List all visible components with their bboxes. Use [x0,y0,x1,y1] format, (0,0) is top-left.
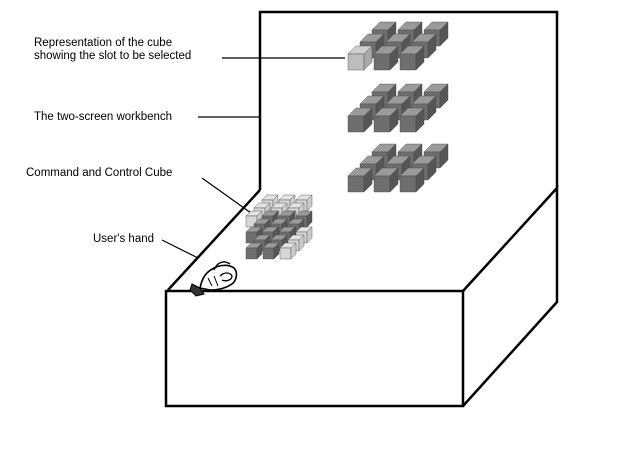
label-users-hand: User's hand [93,233,155,245]
cube-cell [399,45,425,71]
control-cube-cell [262,242,280,260]
label-cube-representation-line2: showing the slot to be selected [34,50,192,62]
cube-cell [347,45,373,71]
leader-line-command-cube [201,177,252,214]
workbench-box-front [164,289,465,408]
cube-cell [399,167,425,193]
cube-cell [373,107,399,133]
control-cube-cell [245,242,263,260]
cube-cell [373,45,399,71]
cube-cell [423,143,449,169]
cube-representation-grid [347,21,449,193]
cube-cell [373,167,399,193]
workbench-box-side [462,184,559,407]
vertical-screen-outline [258,10,559,190]
control-cube-cell [295,226,313,244]
control-cube-cell [295,210,313,228]
label-workbench: The two-screen workbench [34,111,173,123]
control-cube-cell [279,242,297,260]
label-cube-representation: Representation of the cube showing the s… [34,37,191,63]
cube-cell [399,107,425,133]
label-cube-representation-line1: Representation of the cube [34,37,173,49]
hand-icon [189,261,238,297]
cube-cell [347,167,373,193]
label-command-control-cube: Command and Control Cube [26,167,173,179]
command-control-cube-grid [245,194,313,260]
horizontal-screen-outline [167,189,261,291]
leader-line-hand [161,239,199,259]
cube-cell [347,107,373,133]
